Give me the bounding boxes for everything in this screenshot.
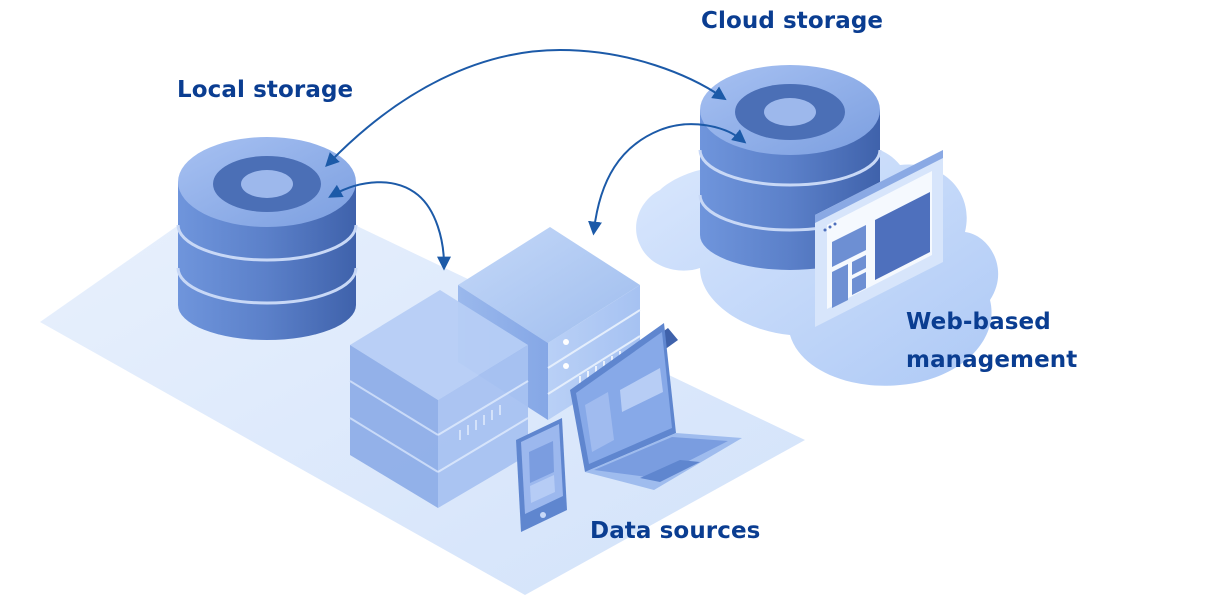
arrow-local-cloud bbox=[325, 48, 727, 168]
data-sources-label: Data sources bbox=[590, 518, 761, 544]
local-storage-label: Local storage bbox=[177, 77, 354, 103]
sync-arrows bbox=[325, 48, 747, 271]
web-management-label-line1: Web-based bbox=[906, 309, 1051, 335]
tablet-icon bbox=[516, 418, 567, 532]
local-storage-database-icon bbox=[176, 137, 358, 340]
laptop-icon bbox=[570, 323, 742, 490]
server-icon bbox=[349, 290, 529, 508]
cloud-storage-label: Cloud storage bbox=[701, 8, 884, 34]
dashboard-window-icon bbox=[815, 150, 943, 327]
arrow-cloud-server bbox=[588, 123, 747, 236]
web-management-label: Web-based management bbox=[906, 303, 1077, 379]
arrow-local-server bbox=[328, 181, 451, 271]
web-management-label-line2: management bbox=[906, 347, 1078, 373]
